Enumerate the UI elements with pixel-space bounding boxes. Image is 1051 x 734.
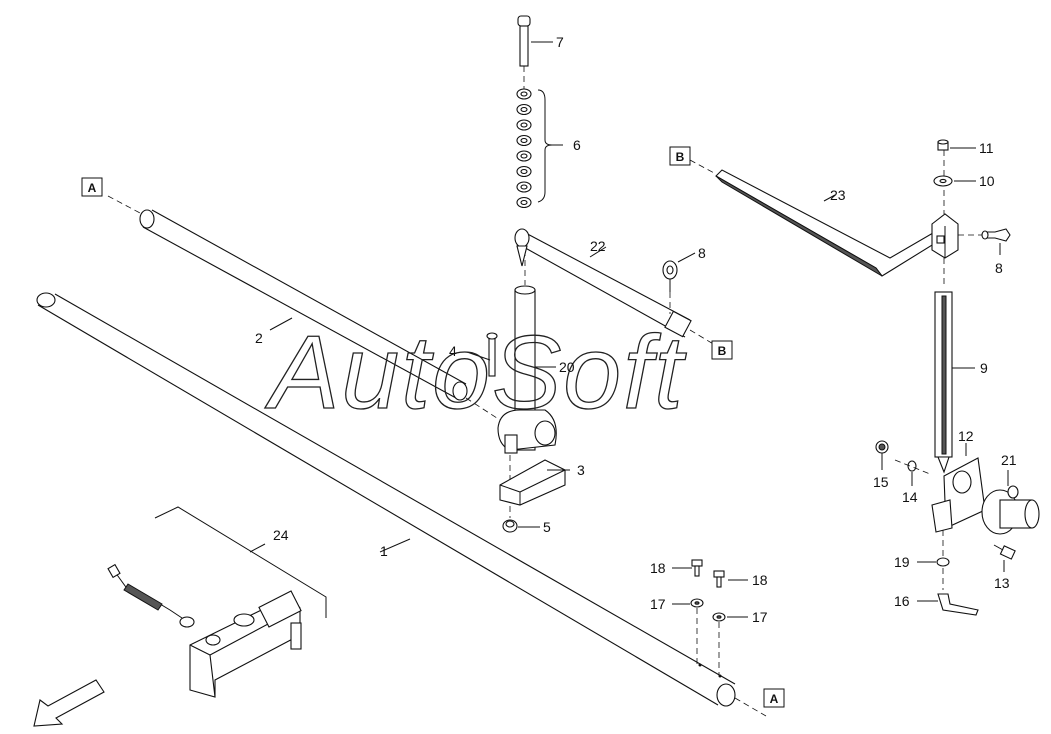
leader-lines — [249, 41, 1009, 618]
callout-2: 2 — [255, 330, 263, 346]
part-1-main-tube — [36, 292, 767, 717]
part-24-sensor-assembly — [107, 506, 327, 698]
svg-text:A: A — [88, 181, 97, 195]
part-14-washer — [894, 459, 931, 475]
part-bracket — [931, 150, 959, 288]
callout-4: 4 — [449, 343, 457, 359]
part-2-upper-tube — [107, 195, 501, 421]
part-7-bolt — [517, 15, 531, 90]
part-17-washer-right — [712, 612, 726, 676]
callout-13: 13 — [994, 575, 1010, 591]
callout-12: 12 — [958, 428, 974, 444]
washer-hole-5 — [520, 153, 528, 159]
svg-text:B: B — [718, 344, 727, 358]
part-3-block — [499, 455, 566, 506]
part-22-arm — [514, 228, 716, 346]
callout-9: 9 — [980, 360, 988, 376]
washer-hole-3 — [520, 122, 528, 128]
part-18-bolt-left — [691, 559, 703, 577]
callout-17-right: 17 — [752, 609, 768, 625]
part-19-washer — [936, 530, 950, 590]
part-12-plate — [931, 457, 986, 533]
callout-20: 20 — [559, 359, 575, 375]
part-10-washer — [933, 175, 953, 187]
part-18-bolt-right — [713, 570, 725, 588]
callout-18-left: 18 — [650, 560, 666, 576]
part-16-handle — [937, 593, 979, 616]
callout-8-left: 8 — [698, 245, 706, 261]
part-13-bolt — [993, 544, 1016, 560]
watermark: AutoSoft — [264, 315, 687, 431]
part-9-vertical-bar — [934, 291, 953, 474]
direction-arrow-icon — [33, 679, 105, 727]
washer-hole-4 — [520, 137, 528, 144]
part-23-angled-bar — [689, 159, 951, 277]
ref-box-a-top: A — [81, 177, 103, 197]
callout-23: 23 — [830, 187, 846, 203]
callout-8-right: 8 — [995, 260, 1003, 276]
callout-19: 19 — [894, 554, 910, 570]
callout-5: 5 — [543, 519, 551, 535]
callout-18-right: 18 — [752, 572, 768, 588]
callout-16: 16 — [894, 593, 910, 609]
callout-1: 1 — [380, 543, 388, 559]
callout-11: 11 — [979, 140, 994, 156]
callout-7: 7 — [556, 34, 564, 50]
washer-hole-8 — [520, 199, 528, 206]
washer-hole-6 — [520, 168, 528, 175]
callout-14: 14 — [902, 489, 918, 505]
svg-text:B: B — [676, 150, 685, 164]
part-4-bolt — [486, 332, 498, 377]
part-17-washer-left — [690, 598, 704, 665]
part-5-nut — [502, 506, 518, 533]
part-8-eyebolt-right — [958, 228, 1011, 242]
part-21-coupling — [981, 485, 1040, 535]
callout-10: 10 — [979, 173, 995, 189]
part-8-eyebolt-left — [662, 260, 678, 314]
ref-box-b-top: B — [669, 146, 691, 166]
svg-text:A: A — [770, 692, 779, 706]
part-15-nut — [875, 440, 889, 454]
part-6-washers — [516, 88, 532, 209]
part-clamp — [497, 409, 557, 454]
ref-box-b-mid: B — [711, 340, 733, 360]
washer-hole-7 — [520, 184, 528, 190]
washer-hole-1 — [520, 91, 528, 97]
callout-22: 22 — [590, 238, 606, 254]
ref-box-a-bottom: A — [763, 688, 785, 708]
callout-21: 21 — [1001, 452, 1017, 468]
callout-17-left: 17 — [650, 596, 666, 612]
callout-24: 24 — [273, 527, 289, 543]
callout-15: 15 — [873, 474, 889, 490]
callout-6: 6 — [573, 137, 581, 153]
part-11-nut — [937, 139, 949, 151]
callout-3: 3 — [577, 462, 585, 478]
washer-hole-2 — [520, 106, 528, 113]
